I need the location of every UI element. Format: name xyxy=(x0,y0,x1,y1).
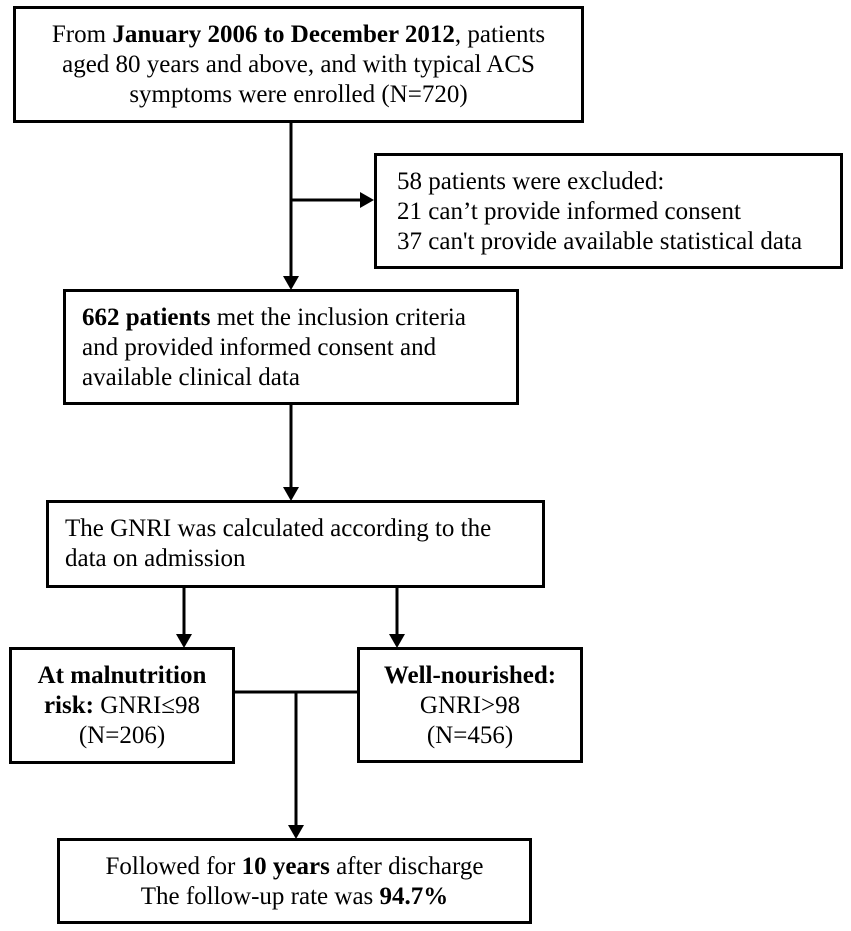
arrowhead-gnri xyxy=(283,487,299,501)
malnutrition-box: At malnutrition risk: GNRI≤98 (N=206) xyxy=(9,647,235,764)
arrowhead-excluded xyxy=(360,192,374,208)
arrowhead-followup xyxy=(288,825,304,839)
malnutrition-line-2: risk: GNRI≤98 xyxy=(43,692,201,719)
excluded-box: 58 patients were excluded: 21 can’t prov… xyxy=(374,153,843,269)
nourished-line-1: Well-nourished: xyxy=(383,662,557,689)
included-box: 662 patients met the inclusion criteria … xyxy=(63,289,519,405)
excluded-line-1: 58 patients were excluded: xyxy=(397,168,665,195)
enrolled-line-1: From January 2006 to December 2012, pati… xyxy=(51,21,546,48)
excluded-line-3: 37 can't provide available statistical d… xyxy=(397,228,803,255)
arrowhead-included xyxy=(283,276,299,290)
arrowhead-nourished xyxy=(389,634,405,648)
enrolled-box: From January 2006 to December 2012, pati… xyxy=(13,6,584,123)
included-line-3: available clinical data xyxy=(82,364,300,391)
gnri-line-2: data on admission xyxy=(65,545,246,572)
nourished-line-2: GNRI>98 xyxy=(419,692,521,719)
followup-box: Followed for 10 years after discharge Th… xyxy=(57,838,532,924)
enrolled-line-3: symptoms were enrolled (N=720) xyxy=(129,81,468,108)
followup-line-1: Followed for 10 years after discharge xyxy=(105,853,484,880)
gnri-box: The GNRI was calculated according to the… xyxy=(46,500,545,588)
malnutrition-line-3: (N=206) xyxy=(78,722,166,749)
arrowhead-malnutrition xyxy=(176,634,192,648)
nourished-box: Well-nourished: GNRI>98 (N=456) xyxy=(357,647,583,763)
followup-line-2: The follow-up rate was 94.7% xyxy=(140,883,449,910)
malnutrition-line-1: At malnutrition xyxy=(37,662,207,689)
included-line-1: 662 patients met the inclusion criteria xyxy=(82,304,466,331)
included-line-2: and provided informed consent and xyxy=(82,334,437,361)
nourished-line-3: (N=456) xyxy=(426,722,514,749)
excluded-line-2: 21 can’t provide informed consent xyxy=(397,198,741,225)
gnri-line-1: The GNRI was calculated according to the xyxy=(65,515,492,542)
enrolled-line-2: aged 80 years and above, and with typica… xyxy=(62,51,535,78)
